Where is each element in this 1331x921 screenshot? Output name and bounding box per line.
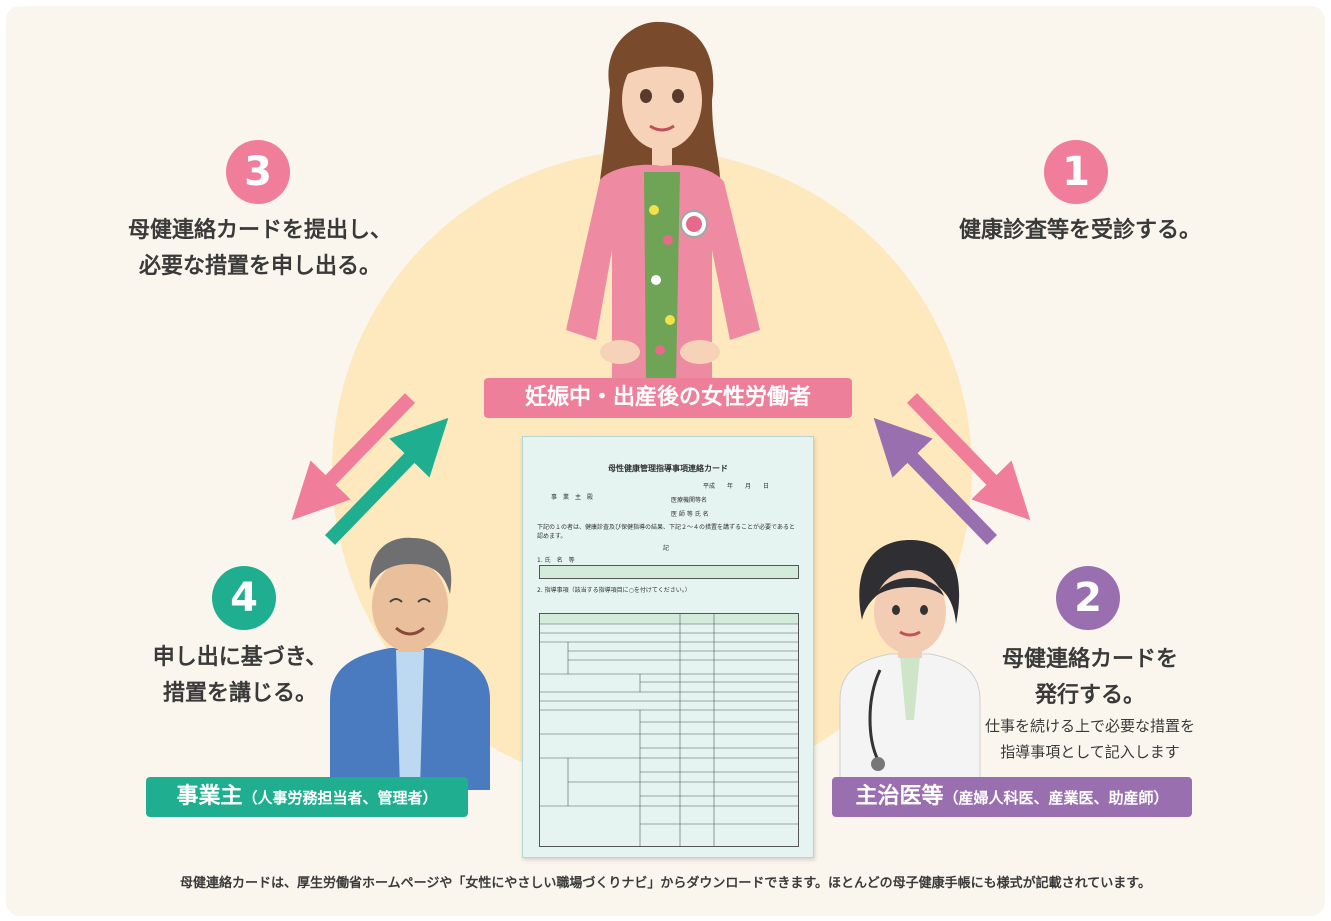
step-1-badge: 1 <box>1044 140 1108 204</box>
card-sec1: 1. 氏 名 等 <box>537 557 575 564</box>
step-3-line-1: 母健連絡カードを提出し、 <box>127 218 392 243</box>
doctor-label-main: 主治医等 <box>855 784 944 809</box>
step-4-badge: 4 <box>212 566 276 630</box>
step-1-text: 健康診査等を受診する。 <box>930 213 1230 249</box>
card-name-box <box>539 565 799 579</box>
step-2-sub-1: 仕事を続ける上で必要な措置を <box>984 717 1195 735</box>
step-3-line-2: 必要な措置を申し出る。 <box>138 254 381 279</box>
arrow-woman-to-doctor <box>906 393 1031 521</box>
step-2-text: 母健連絡カードを 発行する。 <box>940 642 1240 714</box>
step-1-line-1: 健康診査等を受診する。 <box>958 218 1201 243</box>
employer-label-sub: （人事労務担当者、管理者） <box>242 789 438 807</box>
maternal-health-card: 母性健康管理指導事項連絡カード 平成 年 月 日 事 業 主 殿 医療機関等名 … <box>522 436 814 858</box>
card-title: 母性健康管理指導事項連絡カード <box>608 464 728 473</box>
step-4-text: 申し出に基づき、 措置を講じる。 <box>110 640 370 712</box>
card-ki: 記 <box>663 545 670 552</box>
employer-label-main: 事業主 <box>176 784 243 809</box>
card-guidance-table <box>539 613 799 847</box>
card-body: 下記の１の者は、健康診査及び保健指導の結果、下記２〜４の措置を講ずることが必要で… <box>537 524 795 540</box>
woman-label-text: 妊娠中・出産後の女性労働者 <box>524 385 811 410</box>
step-3-badge: 3 <box>226 140 290 204</box>
step-2-sub-2: 指導事項として記入します <box>1000 743 1180 761</box>
card-table-grid <box>540 614 798 846</box>
card-date: 平成 年 月 日 <box>703 483 770 490</box>
step-2-line-1: 母健連絡カードを <box>1001 647 1178 672</box>
step-3-text: 母健連絡カードを提出し、 必要な措置を申し出る。 <box>100 213 420 285</box>
doctor-label-sub: （産婦人科医、産業医、助産師） <box>943 789 1169 807</box>
card-sec2: 2. 指導事項（該当する指導項目に○を付けてください。） <box>537 587 691 594</box>
card-doctor: 医 師 等 氏 名 <box>671 511 709 518</box>
arrow-woman-to-employer <box>291 393 416 521</box>
employer-label: 事業主（人事労務担当者、管理者） <box>146 777 468 817</box>
card-org: 医療機関等名 <box>671 497 708 504</box>
step-4-line-1: 申し出に基づき、 <box>152 645 328 670</box>
arrow-doctor-to-woman <box>873 417 998 545</box>
woman-label: 妊娠中・出産後の女性労働者 <box>484 378 852 418</box>
step-2-badge: 2 <box>1056 566 1120 630</box>
arrow-employer-to-woman <box>324 417 449 545</box>
footer-note: 母健連絡カードは、厚生労働省ホームページや「女性にやさしい職場づくりナビ」からダ… <box>180 876 1151 891</box>
step-2-subtext: 仕事を続ける上で必要な措置を 指導事項として記入します <box>940 713 1240 765</box>
card-to: 事 業 主 殿 <box>551 494 594 501</box>
step-2-line-2: 発行する。 <box>1034 683 1145 708</box>
step-4-line-2: 措置を講じる。 <box>162 681 317 706</box>
doctor-label: 主治医等（産婦人科医、産業医、助産師） <box>832 777 1192 817</box>
